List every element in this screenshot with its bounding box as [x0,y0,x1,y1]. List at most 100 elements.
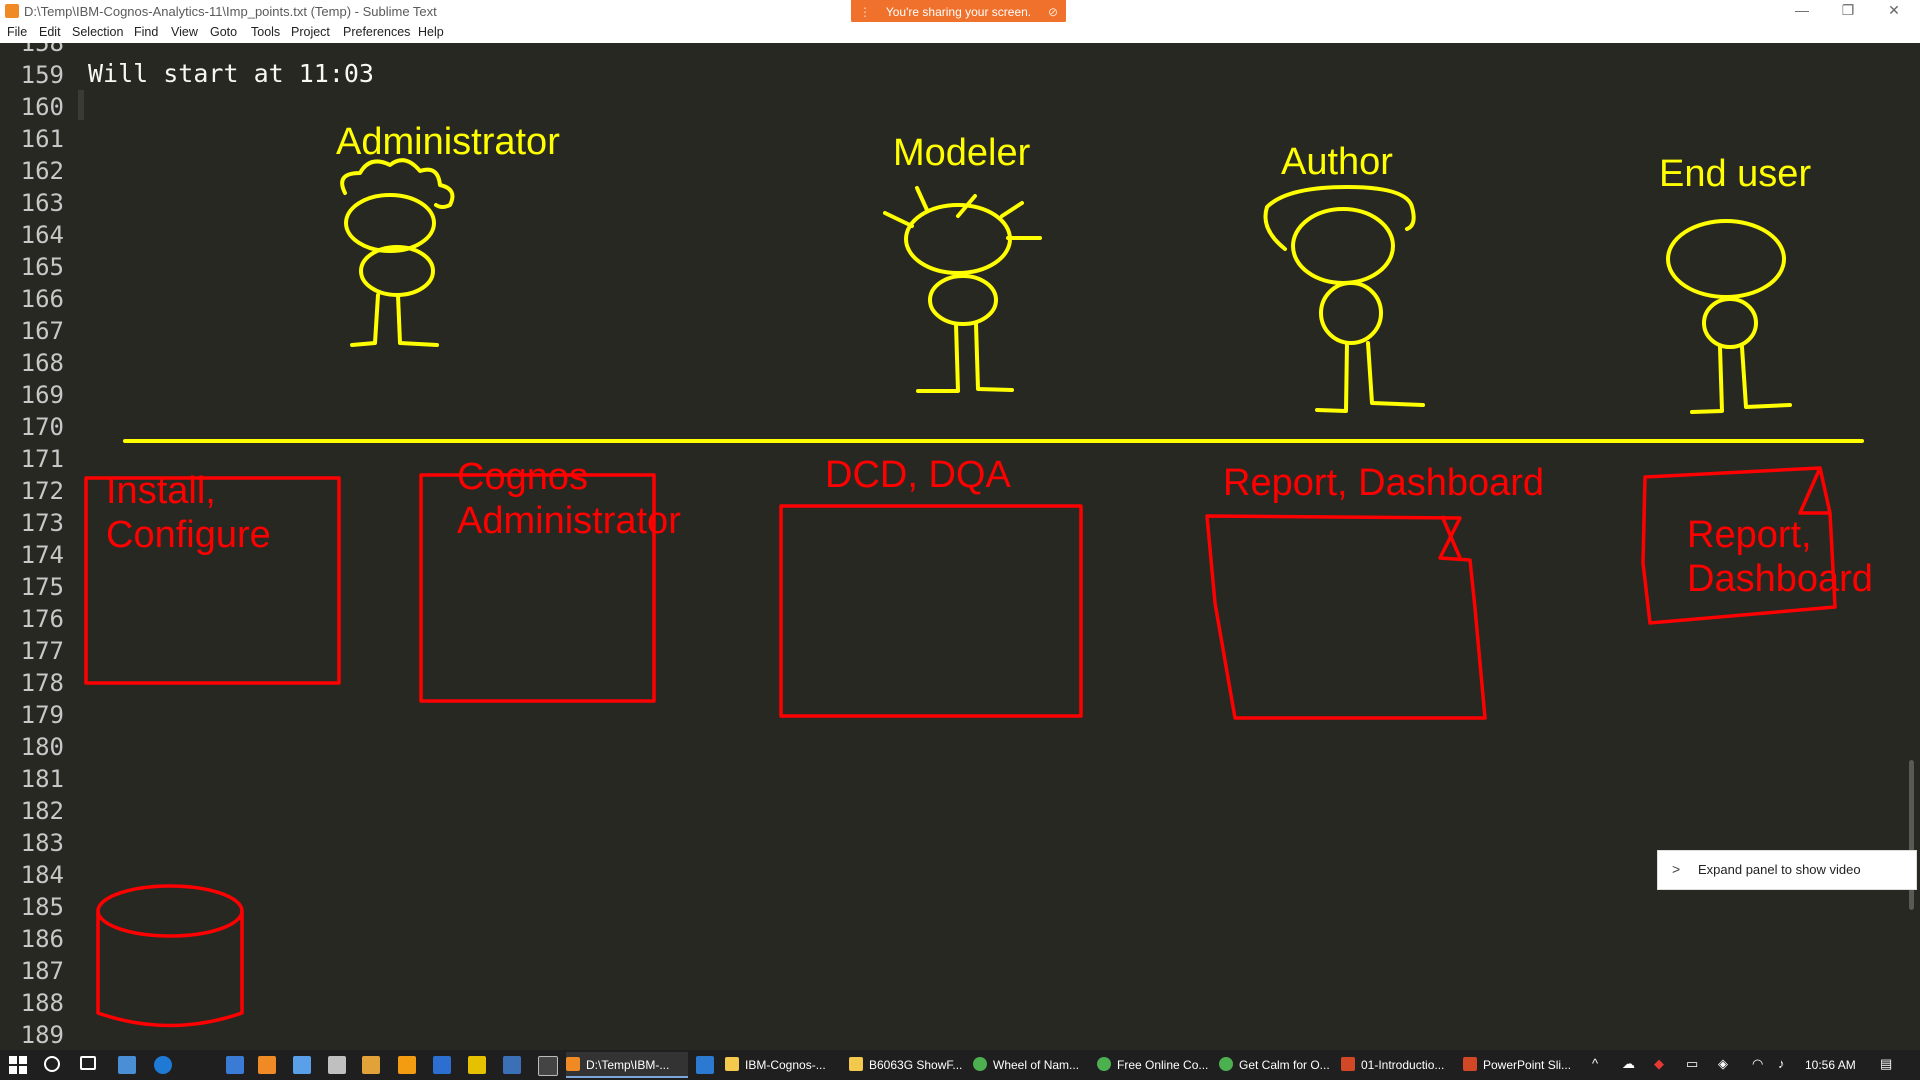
label-modeler: Modeler [893,132,1031,174]
taskbar: D:\Temp\IBM-... IBM-Cognos-... B6063G Sh… [0,1050,1920,1080]
edge-icon[interactable] [154,1056,172,1074]
search-icon[interactable] [44,1056,60,1072]
task-powerpoint-slides[interactable]: PowerPoint Sli... [1463,1052,1581,1078]
menu-file[interactable]: File [7,25,28,39]
close-button[interactable]: ✕ [1888,2,1900,18]
scrollbar-thumb[interactable] [1909,760,1914,910]
mcafee-icon[interactable]: ◆ [1654,1056,1664,1071]
expand-panel-text: Expand panel to show video [1698,862,1861,877]
menu-view[interactable]: View [171,25,198,39]
vertical-scrollbar[interactable] [1905,43,1920,1050]
vlc-icon[interactable] [398,1056,416,1074]
label-enduser-report-dashboard: Report, Dashboard [1687,513,1873,601]
label-end-user: End user [1659,153,1812,195]
line-number: 178 [20,669,64,697]
drag-handle-icon[interactable]: ⋮ [859,5,871,19]
notifications-icon[interactable]: ▤ [1880,1056,1893,1071]
line-number: 189 [20,1021,64,1049]
menu-goto[interactable]: Goto [210,25,238,39]
app-icon-2[interactable] [258,1056,276,1074]
sublime-task-icon [566,1057,580,1071]
label-author: Author [1281,141,1393,183]
menu-edit[interactable]: Edit [39,25,61,39]
task-chrome-calm[interactable]: Get Calm for O... [1219,1052,1337,1078]
line-number: 158 [20,43,64,57]
dropbox-icon[interactable]: ◈ [1718,1056,1728,1071]
volume-icon[interactable]: ♪ [1778,1056,1785,1071]
chevron-up-icon[interactable]: ^ [1592,1056,1599,1071]
author-figure [1263,185,1425,413]
line-number: 175 [20,573,64,601]
task-chrome-wheel[interactable]: Wheel of Nam... [973,1052,1091,1078]
database-body [96,911,244,1028]
end-user-box [1641,466,1837,625]
label-cognos-administrator: Cognos Administrator [457,455,681,543]
app-icon-5[interactable] [433,1056,451,1074]
onedrive-icon[interactable]: ☁ [1622,1056,1635,1071]
task-powerpoint-intro[interactable]: 01-Introductio... [1341,1052,1459,1078]
line-number: 182 [20,797,64,825]
app-icon-8[interactable] [696,1056,714,1074]
menu-selection[interactable]: Selection [72,25,124,39]
task-label: Get Calm for O... [1239,1058,1330,1072]
menu-tools[interactable]: Tools [251,25,281,39]
chevron-right-icon[interactable]: > [1672,861,1681,877]
app-icon-1[interactable] [226,1056,244,1074]
menu-preferences[interactable]: Preferences [343,25,411,39]
app-icon-4[interactable] [328,1056,346,1074]
line-number: 171 [20,445,64,473]
line-number: 179 [20,701,64,729]
task-sublime[interactable]: D:\Temp\IBM-... [566,1052,688,1078]
app-icon-6[interactable] [468,1056,486,1074]
expand-video-panel[interactable]: > Expand panel to show video [1657,850,1917,890]
task-view-icon[interactable] [80,1056,96,1070]
menu-project[interactable]: Project [291,25,330,39]
code-line-159: Will start at 11:03 [88,59,374,88]
wifi-icon[interactable]: ◠ [1752,1056,1764,1071]
menu-find[interactable]: Find [134,25,159,39]
line-number: 162 [20,157,64,185]
battery-icon[interactable]: ▭ [1686,1056,1699,1071]
task-label: D:\Temp\IBM-... [586,1058,670,1072]
line-number: 170 [20,413,64,441]
task-label: Wheel of Nam... [993,1058,1080,1072]
line-number: 166 [20,285,64,313]
end-user-figure [1666,219,1792,414]
line-number: 176 [20,605,64,633]
outlook-icon[interactable] [118,1056,136,1074]
line-number: 161 [20,125,64,153]
label-configure: Configure [106,514,271,556]
line-number: 163 [20,189,64,217]
label-administrator-red: Administrator [457,500,681,542]
maximize-button[interactable]: ❐ [1841,2,1855,18]
line-number: 187 [20,957,64,985]
task-label: Free Online Co... [1117,1058,1209,1072]
line-number: 159 [20,61,64,89]
window-title: D:\Temp\IBM-Cognos-Analytics-11\Imp_poin… [24,4,437,19]
app-icon-3[interactable] [293,1056,311,1074]
install-box [84,476,341,685]
menu-help[interactable]: Help [418,25,444,39]
line-number: 164 [20,221,64,249]
windows-start-icon[interactable] [9,1056,27,1074]
terminal-icon[interactable] [538,1056,558,1076]
label-report: Report, [1687,514,1812,556]
label-install-configure: Install, Configure [106,469,271,557]
clock[interactable]: 10:56 AM [1805,1058,1856,1072]
share-banner-text: You're sharing your screen. [885,5,1032,19]
task-folder-showf[interactable]: B6063G ShowF... [849,1052,967,1078]
task-chrome-free[interactable]: Free Online Co... [1097,1052,1215,1078]
label-cognos: Cognos [457,456,588,498]
line-number: 180 [20,733,64,761]
task-folder-cognos[interactable]: IBM-Cognos-... [725,1052,843,1078]
screen-share-banner: ⋮ You're sharing your screen. ⊘ [851,0,1066,24]
stop-sharing-icon[interactable]: ⊘ [1047,5,1058,19]
line-number: 183 [20,829,64,857]
line-number: 168 [20,349,64,377]
app-icon-7[interactable] [503,1056,521,1074]
folder-icon [725,1057,739,1071]
store-icon[interactable] [362,1056,380,1074]
minimize-button[interactable]: — [1795,2,1809,18]
